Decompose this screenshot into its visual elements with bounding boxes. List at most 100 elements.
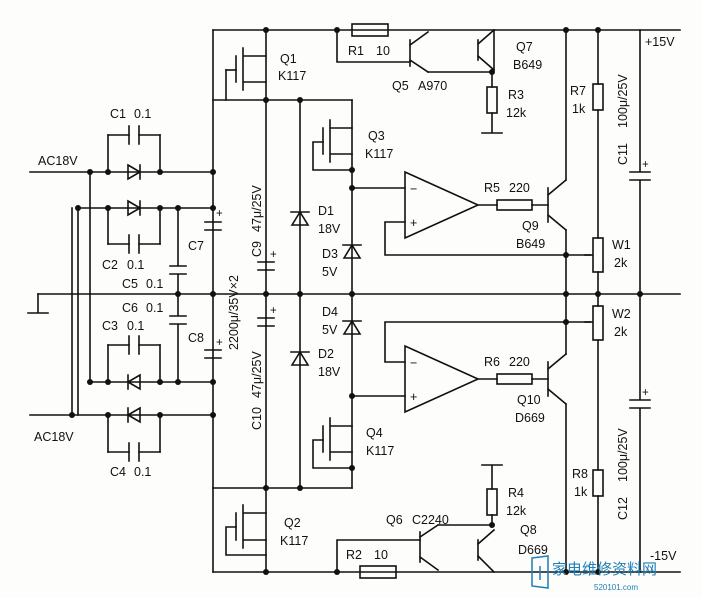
w2-val: 2k <box>614 325 628 339</box>
w1-ref: W1 <box>612 238 631 252</box>
d2-val: 18V <box>318 365 341 379</box>
c6-val: 0.1 <box>146 301 163 315</box>
q5-val: A970 <box>418 79 447 93</box>
top-regulator <box>336 23 503 134</box>
r5-ref: R5 <box>484 181 500 195</box>
c10-val: 47μ/25V <box>250 351 264 398</box>
ac-bottom-label: AC18V <box>34 430 74 444</box>
c5-val: 0.1 <box>146 277 163 291</box>
d1-ref: D1 <box>318 204 334 218</box>
r8-ref: R8 <box>572 467 588 481</box>
w2-ref: W2 <box>612 307 631 321</box>
svg-text:+: + <box>216 337 223 349</box>
r7-ref: R7 <box>570 84 586 98</box>
q6-ref: Q6 <box>386 513 403 527</box>
c78-val: 2200μ/35V×2 <box>227 275 241 350</box>
d3-val: 5V <box>322 265 338 279</box>
svg-text:−: − <box>410 182 417 196</box>
c3-val: 0.1 <box>127 319 144 333</box>
q3-val: K117 <box>365 147 393 161</box>
q10-ref: Q10 <box>517 393 541 407</box>
r7-val: 1k <box>572 102 586 116</box>
r2-val: 10 <box>374 548 388 562</box>
c4-ref: C4 <box>110 465 126 479</box>
q10-val: D669 <box>515 411 545 425</box>
c5-ref: C5 <box>122 277 138 291</box>
c9-val: 47μ/25V <box>250 185 264 232</box>
d3-ref: D3 <box>322 247 338 261</box>
q1-ref: Q1 <box>280 52 297 66</box>
svg-text:+: + <box>642 387 649 399</box>
ac-input-bridges: + + <box>29 125 223 462</box>
svg-text:+: + <box>410 216 417 230</box>
right-output: + + <box>584 29 651 573</box>
r3-ref: R3 <box>508 88 524 102</box>
rail-wires <box>27 29 681 573</box>
d2-ref: D2 <box>318 347 334 361</box>
bottom-regulator <box>336 464 503 579</box>
svg-text:+: + <box>270 305 277 317</box>
watermark-logo-icon <box>531 555 549 589</box>
svg-text:+: + <box>216 208 223 220</box>
c2-val: 0.1 <box>127 258 144 272</box>
c11-ref: C11 <box>616 143 630 165</box>
r3-val: 12k <box>506 106 527 120</box>
junction-dots <box>69 27 643 575</box>
r1-ref: R1 <box>348 44 364 58</box>
q4-ref: Q4 <box>366 426 383 440</box>
d1-val: 18V <box>318 222 341 236</box>
d4-val: 5V <box>322 323 338 337</box>
c10-ref: C10 <box>250 407 264 430</box>
pos-rail-label: +15V <box>645 35 675 49</box>
r2-ref: R2 <box>346 548 362 562</box>
svg-text:+: + <box>642 159 649 171</box>
c12-ref: C12 <box>616 497 630 520</box>
c8-ref: C8 <box>188 331 204 345</box>
c7-ref: C7 <box>188 239 204 253</box>
q7-val: B649 <box>513 58 542 72</box>
svg-text:+: + <box>410 390 417 404</box>
jfet-q1-q2: + + <box>212 29 277 573</box>
q8-ref: Q8 <box>520 523 537 537</box>
watermark-title: 家电维修资料网 <box>552 560 657 578</box>
q2-val: K117 <box>280 534 308 548</box>
q5-ref: Q5 <box>392 79 409 93</box>
r4-ref: R4 <box>508 486 524 500</box>
c6-ref: C6 <box>122 301 138 315</box>
r6-val: 220 <box>509 355 530 369</box>
q9-ref: Q9 <box>522 219 539 233</box>
c12-val: 100μ/25V <box>616 428 630 482</box>
q3-ref: Q3 <box>368 129 385 143</box>
c3-ref: C3 <box>102 319 118 333</box>
r4-val: 12k <box>506 504 527 518</box>
svg-text:−: − <box>410 356 417 370</box>
labels: +15V -15V AC18V AC18V Q1 K117 Q2 K117 Q3… <box>34 35 677 563</box>
c2-ref: C2 <box>102 258 118 272</box>
c1-ref: C1 <box>110 107 126 121</box>
watermark-url: 520101.com <box>594 583 638 592</box>
c11-val: 100μ/25V <box>616 74 630 128</box>
c4-val: 0.1 <box>134 465 151 479</box>
q4-val: K117 <box>366 444 394 458</box>
c9-ref: C9 <box>250 241 264 257</box>
q6-val: C2240 <box>412 513 449 527</box>
neg-rail-label: -15V <box>650 549 677 563</box>
r5-val: 220 <box>509 181 530 195</box>
output-transistors <box>546 29 568 573</box>
q9-val: B649 <box>516 237 545 251</box>
q7-ref: Q7 <box>516 40 533 54</box>
svg-text:+: + <box>270 249 277 261</box>
watermark: 家电维修资料网 520101.com <box>531 555 657 592</box>
q8-val: D669 <box>518 543 548 557</box>
q1-val: K117 <box>278 69 306 83</box>
r1-val: 10 <box>376 44 390 58</box>
r8-val: 1k <box>574 485 588 499</box>
r6-ref: R6 <box>484 355 500 369</box>
op-amps: − + − + <box>351 170 591 414</box>
w1-val: 2k <box>614 256 628 270</box>
d4-ref: D4 <box>322 305 338 319</box>
q2-ref: Q2 <box>284 516 301 530</box>
c1-val: 0.1 <box>134 107 151 121</box>
ac-top-label: AC18V <box>38 154 78 168</box>
